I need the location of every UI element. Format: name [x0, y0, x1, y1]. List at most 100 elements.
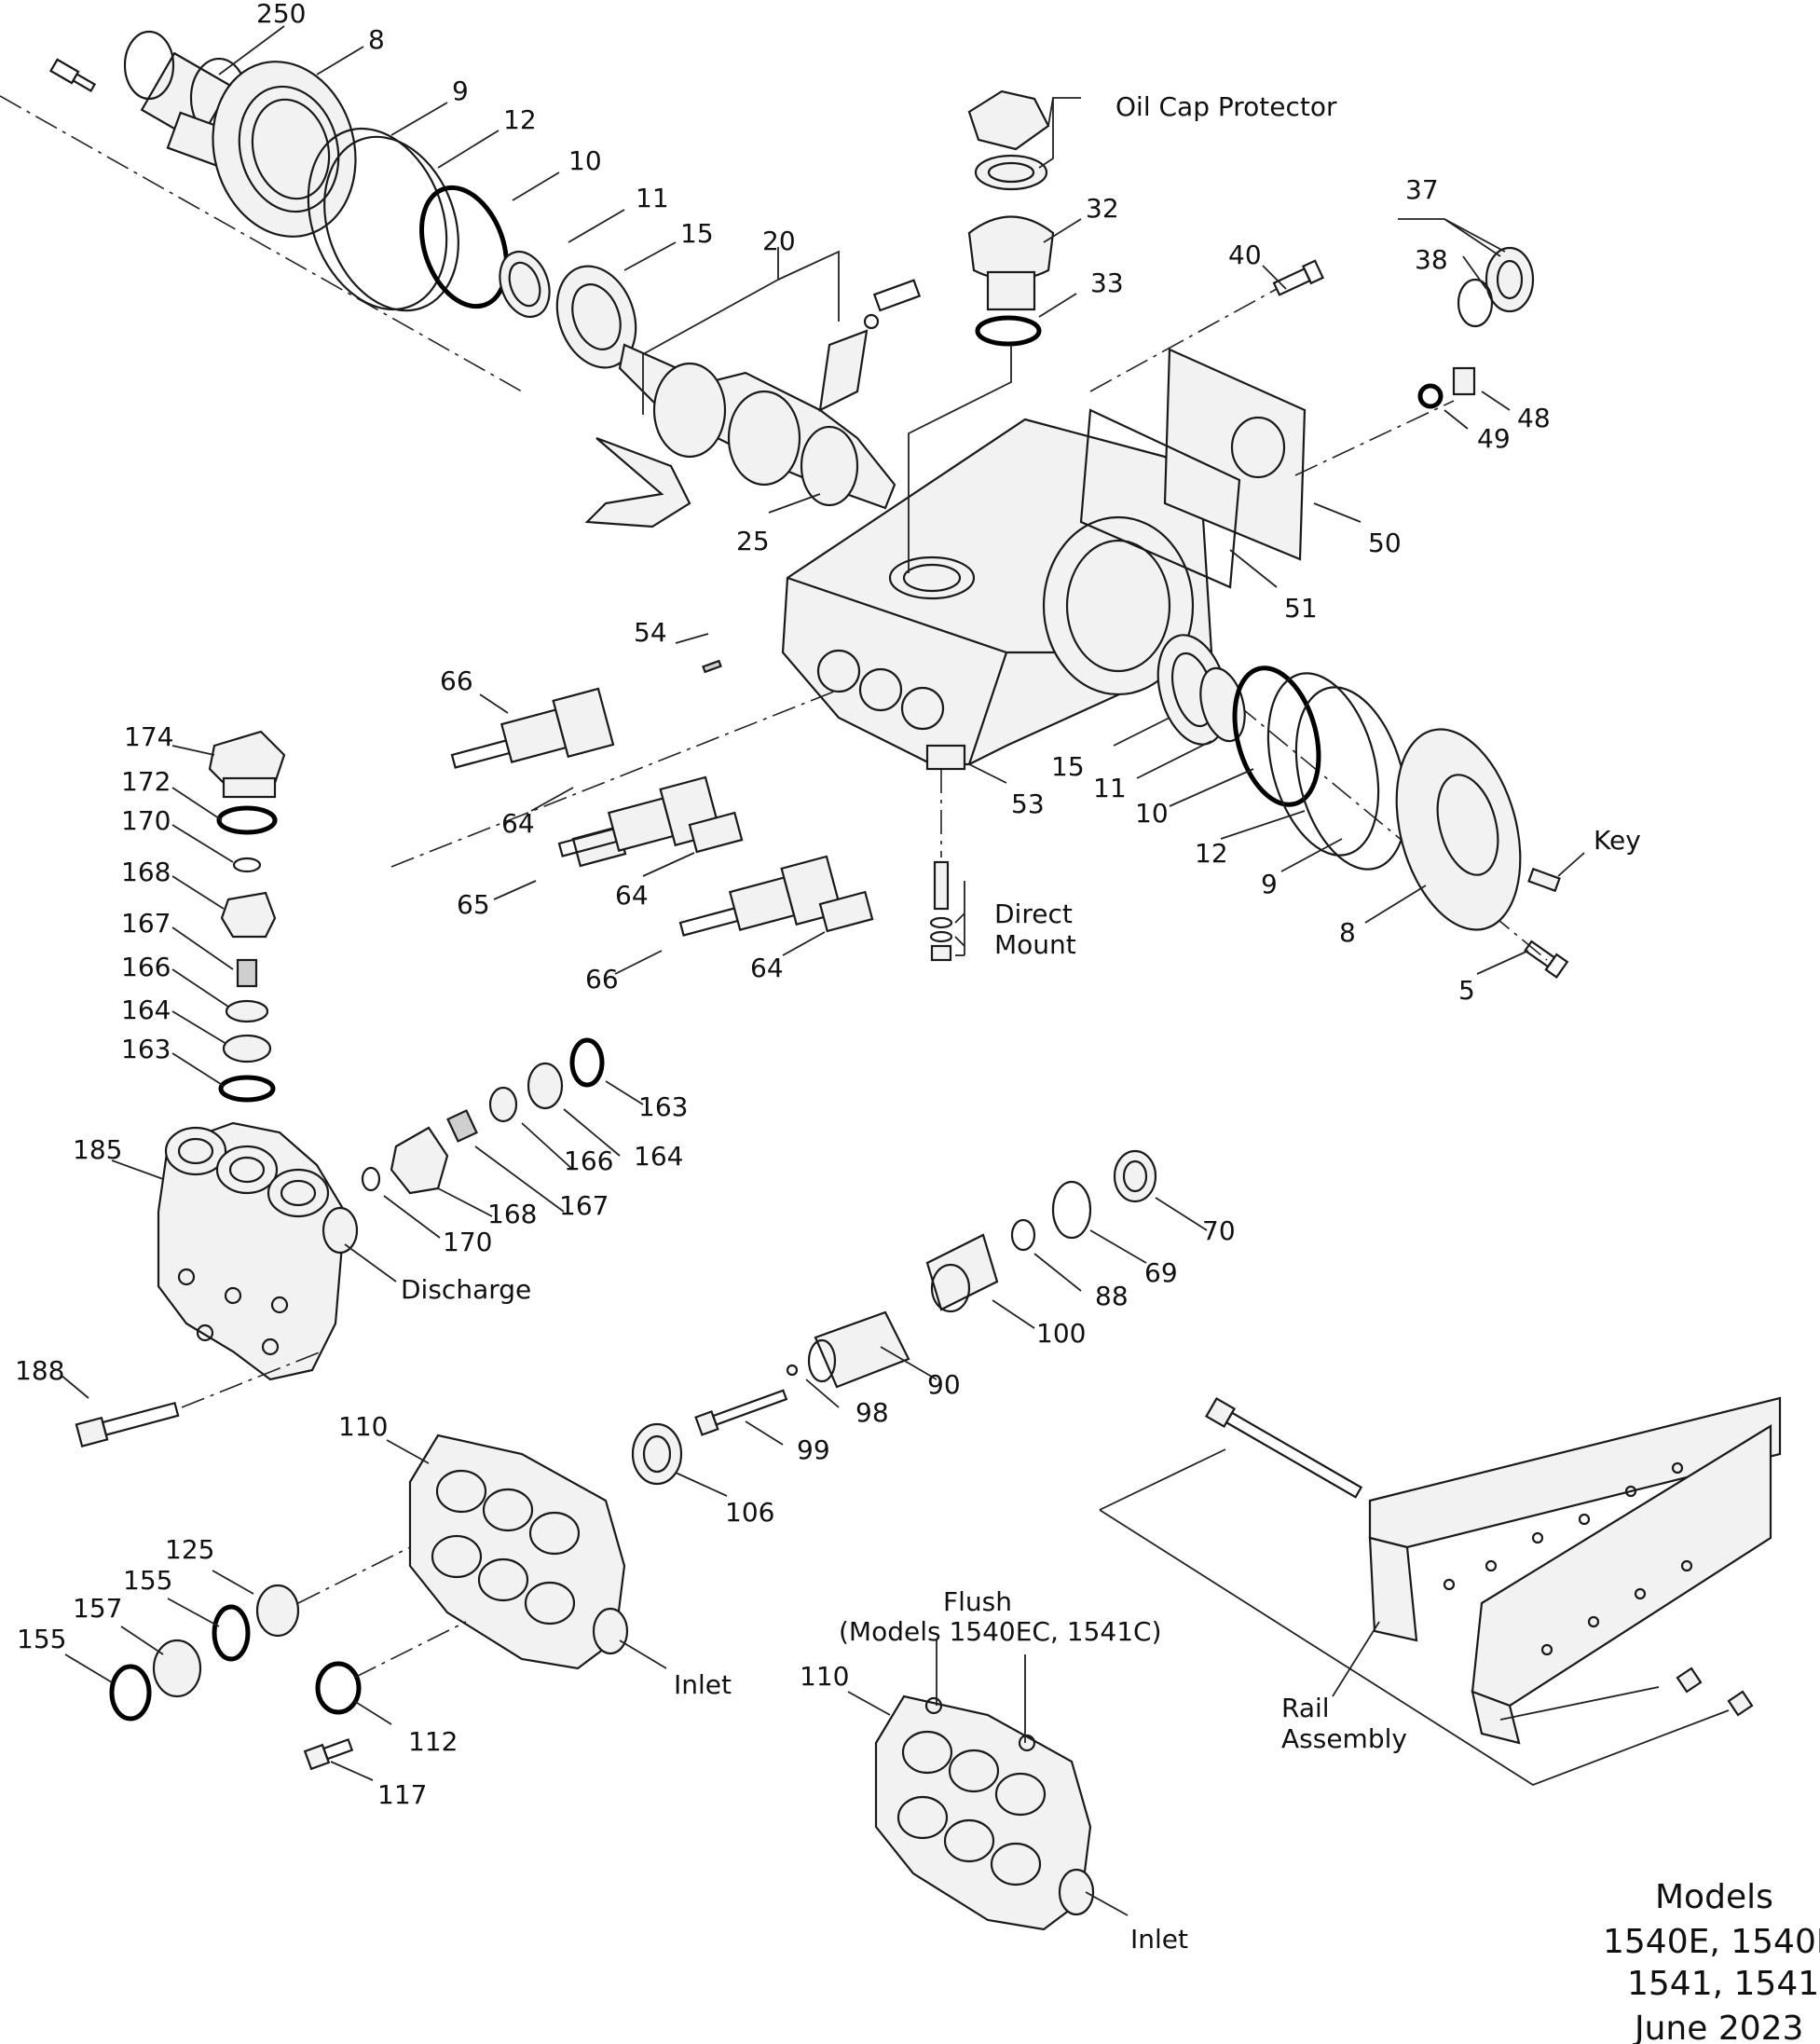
left-bearing-group — [0, 30, 637, 392]
callout-185: 185 — [73, 1134, 122, 1165]
callout-163-right: 163 — [638, 1091, 688, 1122]
part-8-flange — [212, 61, 357, 238]
direct-mount-hardware — [929, 769, 953, 962]
callout-5: 5 — [1458, 975, 1475, 1006]
callout-10-right: 10 — [1135, 798, 1169, 829]
callout-50: 50 — [1368, 528, 1402, 558]
callout-33: 33 — [1090, 268, 1124, 298]
callout-170-top: 170 — [121, 805, 171, 836]
callout-10: 10 — [568, 145, 602, 176]
title-models-line-2: 1540E, 1540EC — [1603, 1923, 1820, 1961]
callout-88: 88 — [1095, 1281, 1129, 1311]
callout-65: 65 — [457, 889, 490, 920]
callout-8-right: 8 — [1339, 917, 1356, 948]
callout-54: 54 — [634, 617, 667, 648]
callout-64-mid: 64 — [615, 880, 649, 911]
callout-40: 40 — [1228, 240, 1262, 270]
descriptive-labels: Oil Cap Protector Key Direct Mount Disch… — [401, 91, 1641, 1955]
callout-106: 106 — [725, 1497, 774, 1528]
callout-64-top: 64 — [501, 808, 535, 839]
plunger-group — [390, 659, 874, 937]
inlet-manifold-left — [408, 1434, 629, 1670]
callout-172: 172 — [121, 766, 171, 797]
title-date: June 2023 — [1633, 2010, 1803, 2044]
callout-125: 125 — [165, 1534, 214, 1565]
inlet-label-flush: Inlet — [1130, 1924, 1188, 1955]
callout-20: 20 — [762, 226, 796, 256]
callout-110: 110 — [338, 1411, 388, 1442]
title-models-line-3: 1541, 1541C — [1627, 1965, 1820, 2003]
bolt-188 — [75, 1401, 180, 1447]
callout-117: 117 — [377, 1779, 427, 1810]
inlet-label-left: Inlet — [674, 1669, 732, 1700]
callout-170-right: 170 — [443, 1227, 492, 1257]
plunger-seal-stack — [631, 1149, 1157, 1486]
title-block: Models 1540E, 1540EC 1541, 1541C June 20… — [1603, 1878, 1820, 2044]
callout-15-right: 15 — [1051, 751, 1085, 782]
callout-112: 112 — [408, 1726, 458, 1757]
callout-48: 48 — [1517, 403, 1551, 433]
callout-25: 25 — [736, 526, 770, 556]
callout-98: 98 — [855, 1397, 889, 1428]
callout-38: 38 — [1415, 244, 1448, 275]
callout-32: 32 — [1086, 193, 1119, 224]
callout-166-top: 166 — [121, 952, 171, 982]
callout-51: 51 — [1284, 593, 1318, 624]
direct-mount-label-1: Direct — [994, 899, 1073, 929]
callout-66-top: 66 — [440, 665, 473, 696]
callout-labels: 250 8 9 12 10 11 15 20 25 32 33 37 38 40… — [15, 0, 1551, 1810]
flush-label: Flush — [943, 1586, 1012, 1617]
callout-49: 49 — [1477, 423, 1511, 454]
callout-69: 69 — [1144, 1257, 1178, 1288]
oil-cap-protector-label: Oil Cap Protector — [1115, 91, 1337, 122]
rail-label-1: Rail — [1281, 1693, 1330, 1723]
valve-stack-diagonal — [361, 1037, 605, 1195]
rail-label-2: Assembly — [1281, 1723, 1407, 1754]
callout-163-top: 163 — [121, 1034, 171, 1064]
callout-164-right: 164 — [634, 1141, 683, 1172]
callout-90: 90 — [927, 1369, 961, 1400]
title-models: Models — [1655, 1878, 1773, 1916]
callout-250: 250 — [256, 0, 306, 29]
rail-assembly — [1099, 1396, 1782, 1787]
callout-155-upper: 155 — [123, 1565, 172, 1596]
callout-157: 157 — [73, 1593, 122, 1624]
callout-110-flush: 110 — [800, 1661, 849, 1692]
right-bearing-group — [1156, 634, 1569, 979]
inlet-manifold-flush — [874, 1694, 1095, 1931]
callout-155-lower: 155 — [17, 1624, 66, 1654]
crankcase — [781, 418, 1213, 771]
callout-12: 12 — [503, 104, 537, 135]
callout-70: 70 — [1202, 1215, 1236, 1246]
callout-166-right: 166 — [564, 1145, 613, 1176]
callout-100: 100 — [1036, 1318, 1086, 1349]
callout-99: 99 — [797, 1434, 830, 1465]
oil-cap-group — [967, 89, 1055, 347]
callout-12-right: 12 — [1195, 838, 1228, 869]
discharge-label: Discharge — [401, 1274, 531, 1305]
rear-cover-group — [1079, 246, 1535, 589]
callout-167-top: 167 — [121, 908, 171, 939]
leader-lines — [60, 25, 1585, 1916]
callout-37: 37 — [1405, 174, 1439, 205]
key-label: Key — [1594, 825, 1641, 856]
crankshaft-assembly — [584, 279, 922, 528]
callout-188: 188 — [15, 1355, 64, 1386]
callout-9: 9 — [452, 75, 469, 106]
callout-53: 53 — [1011, 789, 1045, 819]
callout-15: 15 — [680, 218, 714, 249]
flush-models-label: (Models 1540EC, 1541C) — [839, 1616, 1162, 1647]
callout-9-right: 9 — [1261, 869, 1278, 899]
callout-167-right: 167 — [559, 1190, 609, 1221]
callout-168-top: 168 — [121, 857, 171, 887]
valve-stack-vertical — [208, 730, 286, 1103]
callout-64-bottom: 64 — [750, 953, 784, 983]
callout-164-top: 164 — [121, 995, 171, 1025]
callout-8: 8 — [368, 24, 385, 55]
callout-174: 174 — [124, 721, 173, 752]
direct-mount-label-2: Mount — [994, 929, 1076, 960]
discharge-manifold — [157, 1121, 359, 1381]
callout-66-bottom: 66 — [585, 964, 619, 995]
callout-168-right: 168 — [487, 1199, 537, 1229]
